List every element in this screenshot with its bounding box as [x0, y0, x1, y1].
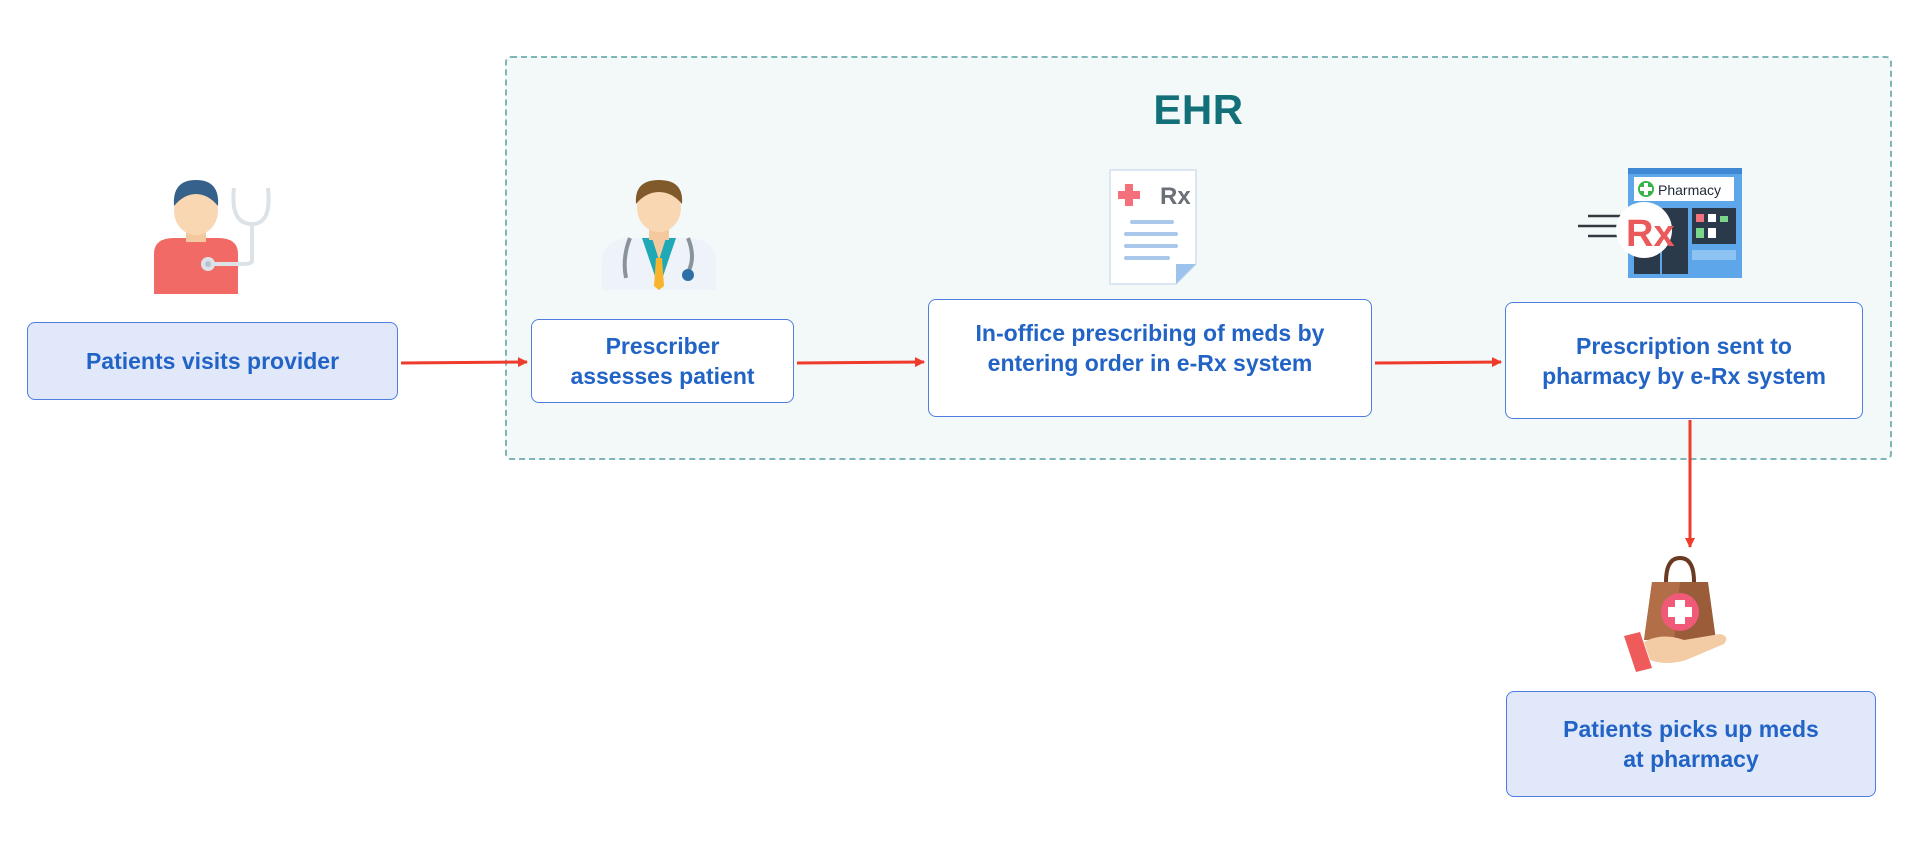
step-label-line: Prescription sent to	[1576, 332, 1792, 359]
pharmacy-sign: Pharmacy	[1658, 182, 1721, 198]
pharmacy-rx-symbol: Rx	[1626, 213, 1675, 255]
prescription-rx-icon: Rx	[1109, 169, 1197, 285]
step-patient-picks-up-meds: Patients picks up meds at pharmacy	[1506, 691, 1876, 797]
arrow-assess-to-prescribe	[796, 357, 925, 368]
step-label-line: at pharmacy	[1623, 746, 1759, 772]
step-prescriber-assesses: Prescriber assesses patient	[531, 319, 794, 403]
step-label-line: Patients visits provider	[85, 348, 340, 374]
step-label-line: In-office prescribing of meds by	[975, 320, 1325, 346]
step-label-line: pharmacy by e-Rx system	[1542, 362, 1826, 389]
pharmacy-store-icon: Pharmacy Rx	[1578, 168, 1742, 278]
step-label-line: assesses patient	[570, 363, 755, 389]
doctor-icon	[602, 180, 716, 290]
ehr-title: EHR	[1153, 86, 1244, 133]
step-label-line: Prescriber	[605, 333, 720, 359]
step-label-line: entering order in e-Rx system	[987, 350, 1313, 376]
arrow-visit-to-assess	[400, 357, 528, 368]
step-label-line: Patients picks up meds	[1563, 716, 1819, 742]
patient-stethoscope-icon	[154, 180, 271, 294]
rx-symbol: Rx	[1160, 183, 1191, 210]
step-prescription-sent: Prescription sent to pharmacy by e-Rx sy…	[1505, 302, 1863, 419]
medicine-bag-hand-icon	[1624, 556, 1727, 672]
step-in-office-prescribing: In-office prescribing of meds by enterin…	[928, 299, 1372, 417]
step-patient-visits-provider: Patients visits provider	[27, 322, 398, 400]
arrow-prescribe-to-send	[1374, 357, 1502, 368]
